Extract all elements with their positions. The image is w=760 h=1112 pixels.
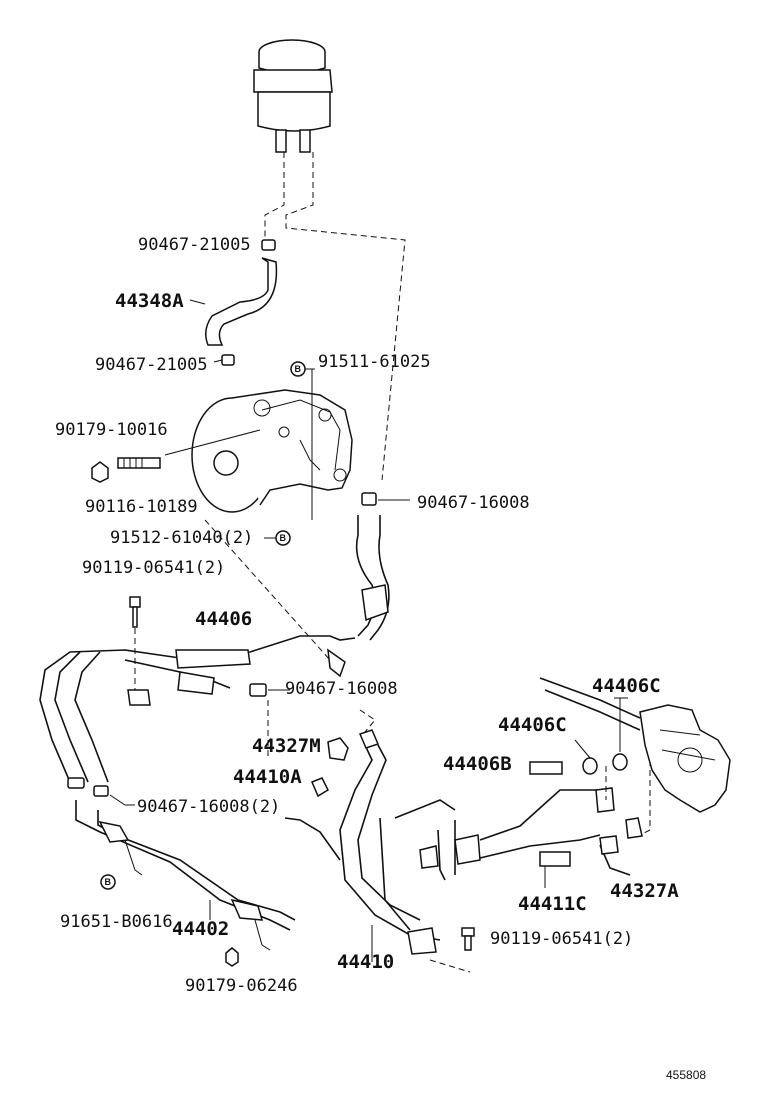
label-44411C: 44411C [518, 893, 587, 915]
label-44348A: 44348A [115, 290, 184, 312]
label-90467-21005-mid: 90467-21005 [95, 355, 208, 375]
hose-44348A [205, 257, 278, 346]
marker-letter: B [280, 533, 287, 543]
hose-return-upper [355, 515, 390, 641]
diagram-reference-number: 455808 [666, 1068, 706, 1082]
washer-44406C-right [612, 753, 628, 771]
label-44406B: 44406B [443, 753, 512, 775]
label-44402: 44402 [172, 918, 229, 940]
clamp-90467-21005-mid [221, 354, 235, 366]
label-90116-10189: 90116-10189 [85, 497, 198, 517]
nut-90179-10016 [91, 461, 109, 483]
label-90467-16008-pair: 90467-16008(2) [137, 797, 280, 817]
label-44410A: 44410A [233, 766, 302, 788]
label-90119-06541-left: 90119-06541(2) [82, 558, 225, 578]
marker-b-91651: B [100, 874, 116, 890]
bolt-90119-06541-right [461, 927, 475, 951]
label-90179-10016: 90179-10016 [55, 420, 168, 440]
bolt-44406B [529, 761, 563, 775]
marker-b-91512: B [275, 530, 291, 546]
bolt-44411C [539, 851, 571, 867]
label-44406C-left: 44406C [498, 714, 567, 736]
label-44327M: 44327M [252, 735, 321, 757]
label-90179-06246: 90179-06246 [185, 976, 298, 996]
marker-letter: B [105, 877, 112, 887]
clamp-90467-16008-pair [67, 777, 109, 797]
label-91511-61025: 91511-61025 [318, 352, 431, 372]
washer-44406C-left [582, 757, 598, 775]
label-91512-61040: 91512-61040(2) [110, 528, 253, 548]
tube-44406C-group [419, 677, 641, 881]
steering-gear [639, 704, 731, 813]
fitting-44410A [311, 777, 329, 798]
reservoir-tank [253, 39, 333, 153]
clamp-90467-21005-top [261, 239, 276, 251]
marker-letter: B [295, 364, 302, 374]
pressure-hose-44410 [284, 729, 456, 955]
nut-90179-06246 [225, 947, 239, 967]
clamp-90467-16008-center [249, 683, 267, 697]
stud-90116-10189 [117, 457, 161, 469]
label-44406: 44406 [195, 608, 252, 630]
clamp-90467-16008-right [361, 492, 377, 506]
label-90119-06541-right: 90119-06541(2) [490, 929, 633, 949]
clip-44327M [327, 737, 349, 761]
marker-b-91511: B [290, 361, 306, 377]
label-91651-B0616: 91651-B0616 [60, 912, 173, 932]
label-44327A: 44327A [610, 880, 679, 902]
label-90467-16008-center: 90467-16008 [285, 679, 398, 699]
clip-44327A [625, 817, 643, 839]
bolt-90119-06541-left [129, 596, 141, 628]
label-44410: 44410 [337, 951, 394, 973]
label-90467-16008-right: 90467-16008 [417, 493, 530, 513]
tube-44406 [39, 635, 356, 783]
label-44406C-right: 44406C [592, 675, 661, 697]
label-90467-21005-top: 90467-21005 [138, 235, 251, 255]
cooler-44402 [75, 800, 296, 951]
power-steering-pump [191, 389, 353, 513]
